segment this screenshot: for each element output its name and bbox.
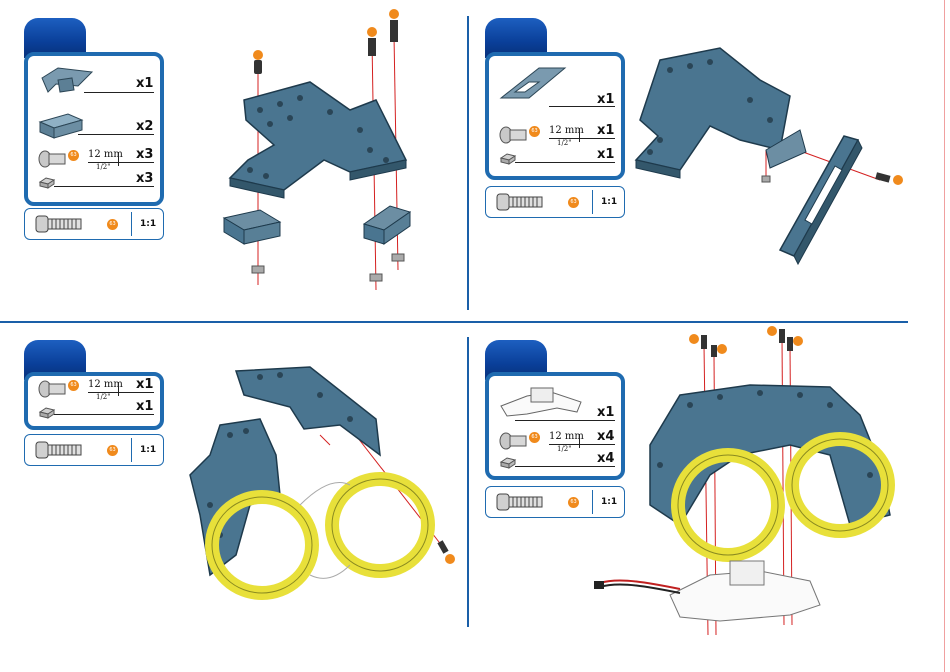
screw-icon <box>499 432 529 450</box>
size-badge: 63 <box>68 150 79 161</box>
parts-list-box: x1 63 12 mm 1/2" x1 x1 <box>485 52 625 180</box>
scale-label: 1:1 <box>140 445 156 455</box>
nut-icon <box>38 176 56 190</box>
part-qty: x1 <box>597 92 614 107</box>
size-badge: 63 <box>107 445 118 456</box>
screw-length-inch: 1/2" <box>557 445 572 453</box>
nut-icon <box>38 406 56 420</box>
vertical-divider-top <box>467 16 469 310</box>
screw-scale-icon <box>35 441 83 459</box>
step-illustration <box>180 355 460 605</box>
scale-box: 63 1:1 <box>24 434 164 466</box>
screw-scale-icon <box>496 193 544 211</box>
parts-list-box: x1 x2 63 12 mm 1/2" x3 x3 <box>24 52 164 206</box>
size-badge: 63 <box>68 380 79 391</box>
parts-list-box: 63 12 mm 1/2" x1 x1 <box>24 372 164 430</box>
servo-mount-icon <box>497 382 587 418</box>
screw-scale-icon <box>35 215 83 233</box>
step-illustration <box>590 325 910 665</box>
vertical-divider-bottom <box>467 337 469 627</box>
size-badge: 63 <box>568 197 579 208</box>
part-qty: x1 <box>136 399 153 414</box>
size-badge: 63 <box>529 126 540 137</box>
scale-label: 1:1 <box>140 219 156 229</box>
scale-label: 1:1 <box>601 197 617 207</box>
nut-icon <box>499 152 517 166</box>
scale-box: 63 1:1 <box>24 208 164 240</box>
part-qty: x1 <box>597 147 614 162</box>
screw-length-inch: 1/2" <box>96 163 111 171</box>
screw-scale-icon <box>496 493 544 511</box>
part-qty: x3 <box>136 147 153 162</box>
size-badge: 63 <box>529 432 540 443</box>
step-illustration <box>630 40 910 280</box>
part-qty: x1 <box>597 123 614 138</box>
screw-icon <box>38 150 68 168</box>
angled-plate-icon <box>499 64 569 104</box>
part-qty: x3 <box>136 171 153 186</box>
horizontal-divider <box>0 321 908 323</box>
screw-length-inch: 1/2" <box>96 393 111 401</box>
part-qty: x2 <box>136 119 153 134</box>
screw-length-inch: 1/2" <box>557 139 572 147</box>
part-qty: x1 <box>136 76 153 91</box>
page-edge <box>944 0 945 672</box>
size-badge: 63 <box>568 497 579 508</box>
nut-icon <box>499 456 517 470</box>
size-badge: 63 <box>107 219 118 230</box>
step-illustration <box>200 0 440 300</box>
screw-icon <box>499 126 529 144</box>
part-qty: x1 <box>136 377 153 392</box>
scale-box: 63 1:1 <box>485 186 625 218</box>
screw-icon <box>38 380 68 398</box>
